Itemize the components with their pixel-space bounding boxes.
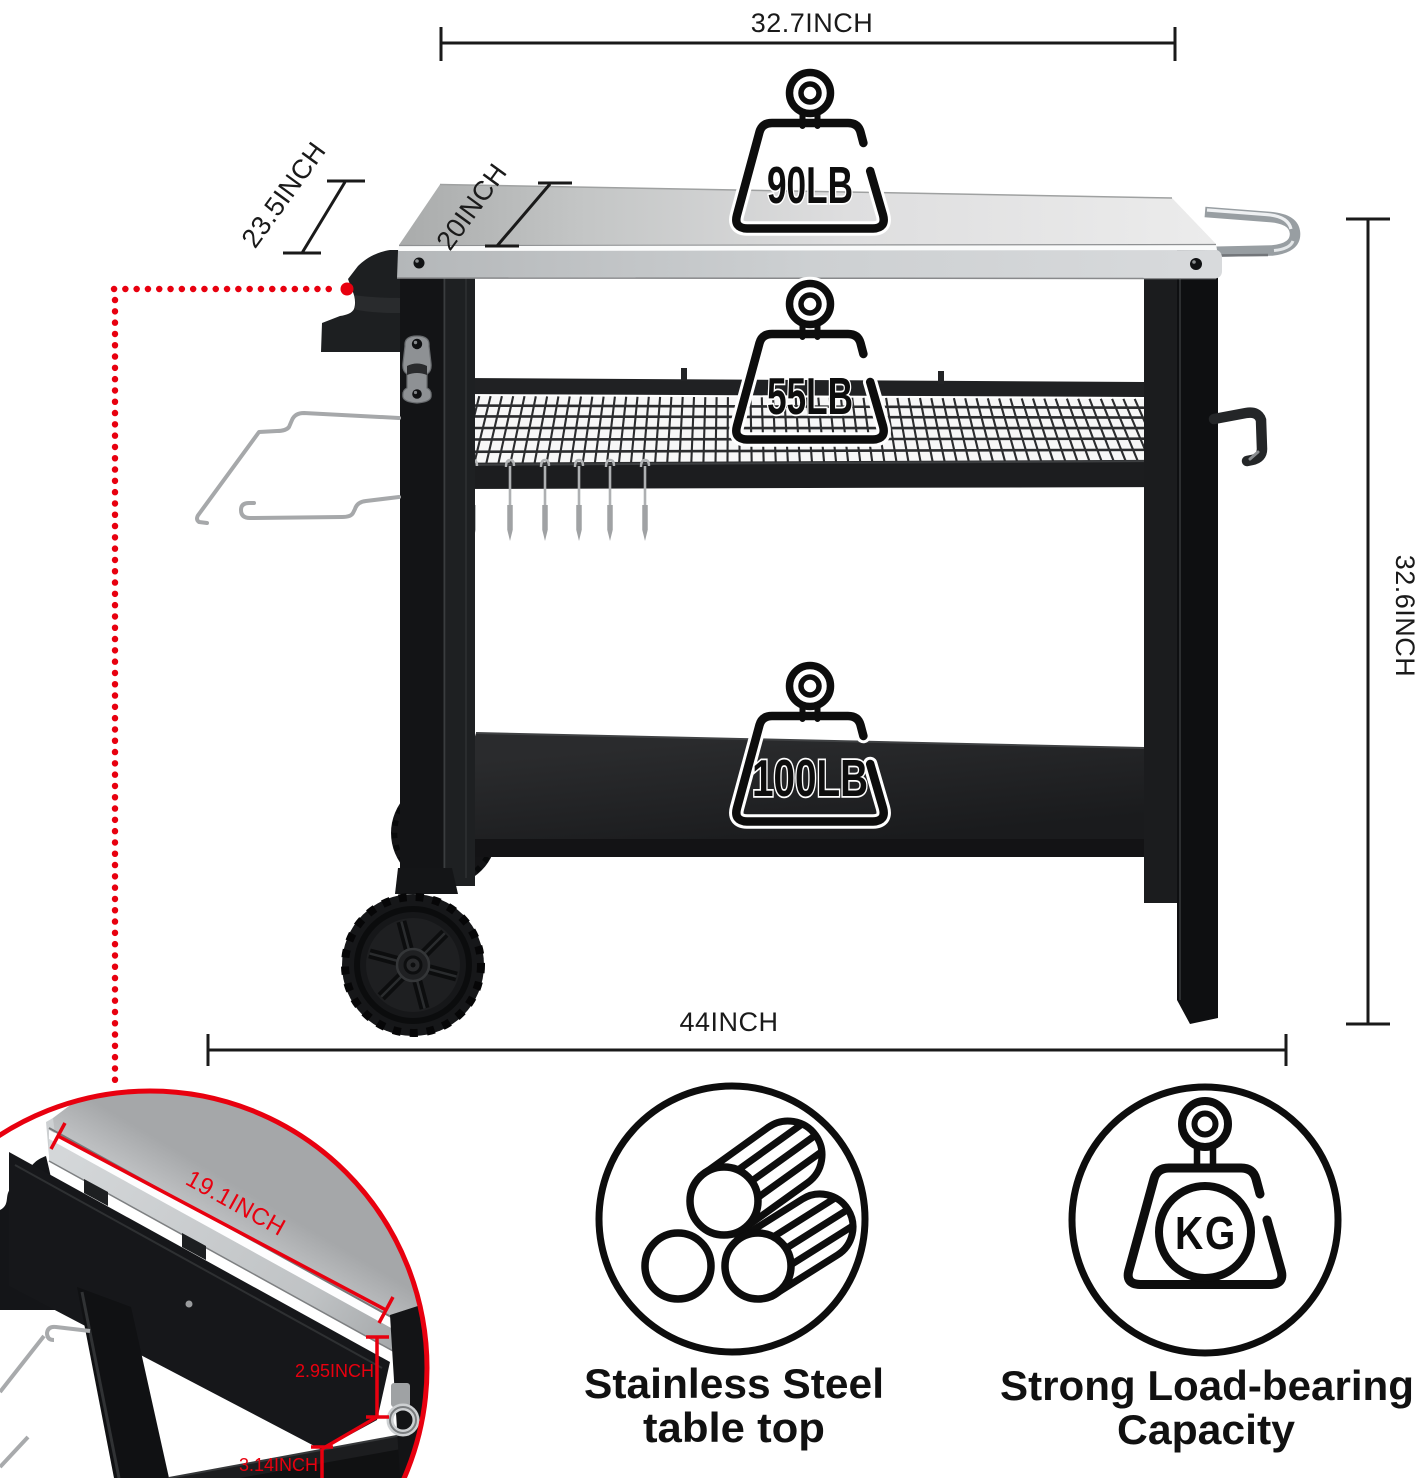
svg-text:Strong Load-bearing: Strong Load-bearing <box>1000 1362 1414 1409</box>
svg-text:44INCH: 44INCH <box>679 1007 778 1037</box>
svg-text:32.6INCH: 32.6INCH <box>1390 555 1420 678</box>
svg-text:23.5INCH: 23.5INCH <box>236 136 332 253</box>
svg-text:Capacity: Capacity <box>1117 1406 1296 1453</box>
svg-text:KG: KG <box>1175 1207 1237 1259</box>
svg-text:32.7INCH: 32.7INCH <box>751 8 874 38</box>
svg-text:90LB: 90LB <box>767 157 853 215</box>
svg-text:2.95INCH: 2.95INCH <box>295 1361 374 1381</box>
svg-text:table top: table top <box>643 1404 825 1451</box>
svg-text:Stainless Steel: Stainless Steel <box>584 1360 884 1407</box>
svg-text:100LB: 100LB <box>752 750 868 808</box>
svg-text:3.14INCH: 3.14INCH <box>239 1455 318 1475</box>
svg-text:55LB: 55LB <box>767 368 853 426</box>
